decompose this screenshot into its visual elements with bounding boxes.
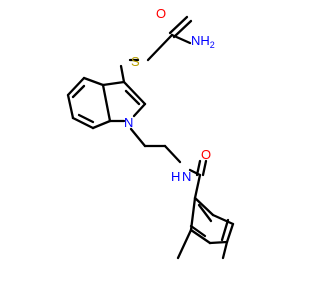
atom-amide-nitrogen: N xyxy=(182,169,191,184)
bond-c3-c2 xyxy=(122,80,147,106)
atom-indole-nitrogen: N xyxy=(124,115,133,130)
bond-c6-c7-double xyxy=(77,113,95,124)
bond-ring-6 xyxy=(189,196,197,232)
bond-carbonyl-o-1 xyxy=(195,159,202,177)
bond-c2-n1 xyxy=(132,102,147,118)
bond-methyl-3 xyxy=(176,228,193,260)
atom-labels: O NH2 S N N H O xyxy=(124,6,215,184)
bond-skeleton xyxy=(66,15,235,260)
atom-amide-hydrogen: H xyxy=(171,169,180,184)
bond-c3-c2-double xyxy=(124,89,141,106)
bond-ch2-nh xyxy=(163,144,182,164)
bond-c5-c6 xyxy=(66,93,75,120)
bond-ring-5-double xyxy=(189,224,207,238)
bond-ring-1 xyxy=(193,196,215,217)
atom-amide-oxygen: O xyxy=(156,6,166,21)
atom-amine-nh2: NH2 xyxy=(191,33,215,50)
atom-sulfur: S xyxy=(131,54,140,69)
bond-carbonyl-ring xyxy=(193,173,202,200)
bond-n1-ch2 xyxy=(129,127,147,148)
bond-ring-3 xyxy=(225,222,235,244)
bond-c7-c7a xyxy=(91,119,112,130)
atom-benzoyl-oxygen: O xyxy=(201,147,211,162)
bond-amide-co-2 xyxy=(172,19,193,39)
bond-carbonyl-o-2 xyxy=(201,159,208,177)
bond-c4-c5-double xyxy=(71,84,86,99)
bond-ring-1-double xyxy=(197,203,213,223)
bond-c3a-c4 xyxy=(82,76,105,87)
bond-c4-c5 xyxy=(66,76,86,97)
bond-c3a-c7a xyxy=(101,83,112,123)
bond-ch2-amide xyxy=(146,33,174,62)
bond-c6-c7 xyxy=(71,116,95,130)
bond-ring-2 xyxy=(211,213,235,226)
molecule-structure: O NH2 S N N H O xyxy=(66,6,235,260)
bond-ring-4 xyxy=(208,240,229,245)
bond-amide-co-1 xyxy=(168,15,189,35)
bond-ring-3-double xyxy=(220,218,230,242)
bond-methyl-4 xyxy=(221,240,229,260)
bond-amide-cn xyxy=(170,33,192,45)
bond-c3a-c3 xyxy=(101,80,126,87)
bond-ring-5 xyxy=(189,228,212,245)
bond-c3-s xyxy=(119,64,126,84)
